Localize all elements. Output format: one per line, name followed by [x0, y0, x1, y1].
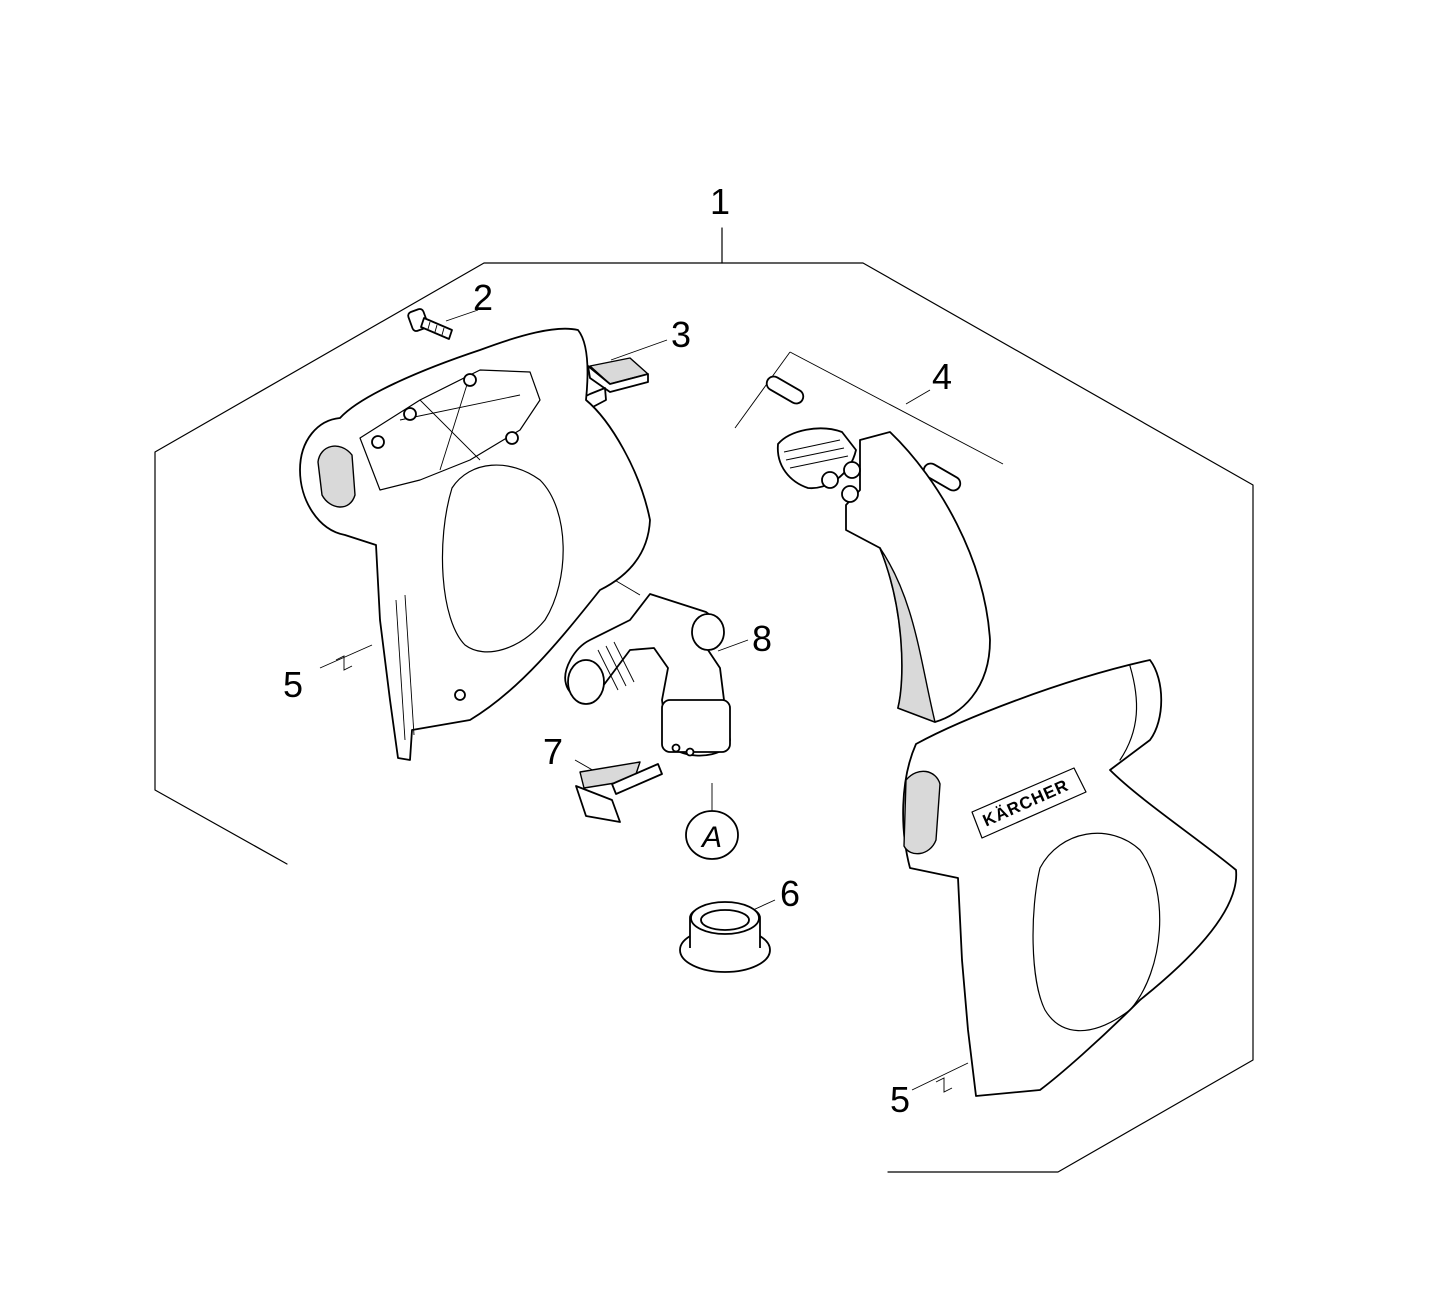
callout-1: 1 — [710, 181, 730, 222]
clip-part-7 — [575, 761, 663, 823]
callout-5-left: 5 — [283, 664, 303, 705]
callout-5-right: 5 — [890, 1079, 910, 1120]
bushing-part-6 — [679, 901, 771, 973]
callout-4: 4 — [932, 356, 952, 397]
callout-labels: 1 2 3 4 5 5 6 7 8 — [283, 181, 952, 1120]
connector-callout: A — [685, 810, 739, 860]
elbow-fitting-part-8 — [564, 593, 731, 757]
trigger-part-4 — [765, 375, 991, 723]
left-housing-half — [299, 327, 651, 761]
right-housing-half: KÄRCHER — [902, 659, 1237, 1097]
callout-7: 7 — [543, 731, 563, 772]
callout-6: 6 — [780, 873, 800, 914]
part-5-markers — [335, 655, 953, 1093]
callout-3: 3 — [671, 314, 691, 355]
connector-label: A — [700, 821, 722, 854]
callout-2: 2 — [473, 277, 493, 318]
callout-8: 8 — [752, 618, 772, 659]
screw-part-2 — [407, 308, 453, 340]
assembly-boundary — [154, 227, 1254, 1173]
